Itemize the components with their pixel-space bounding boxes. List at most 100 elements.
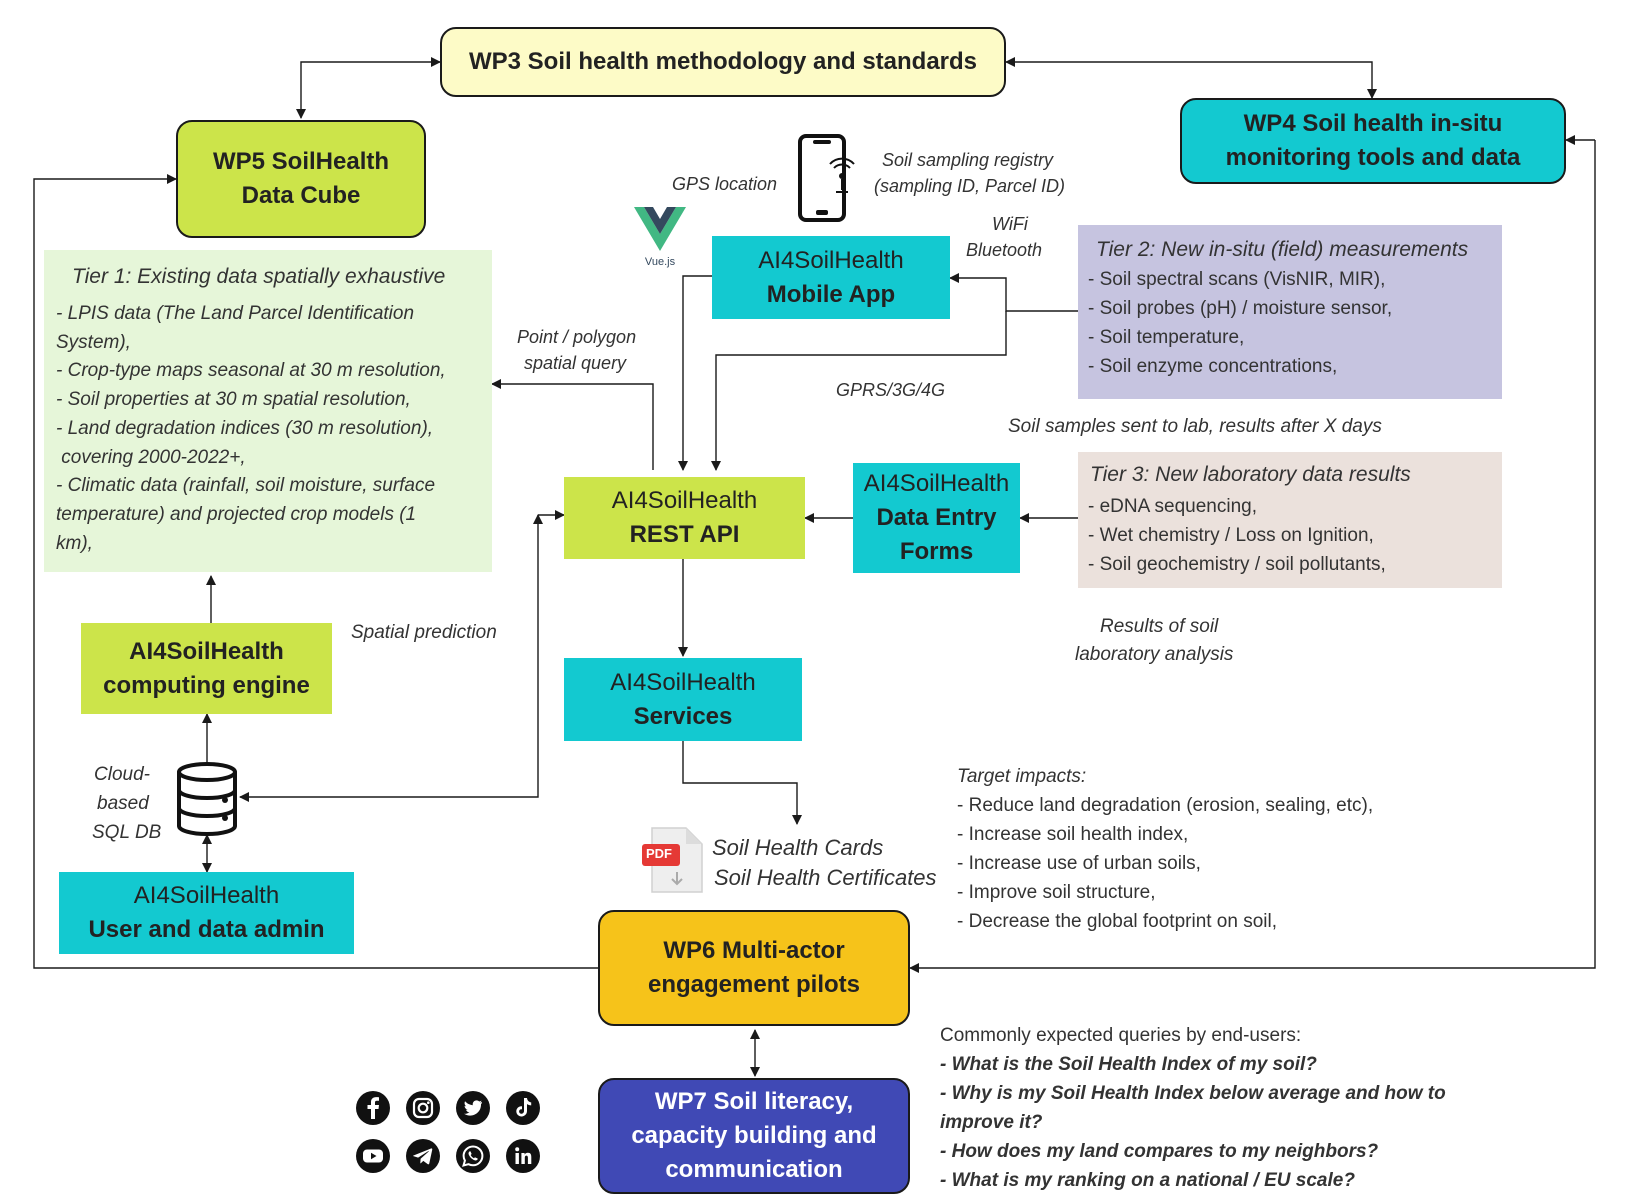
rest-api-box[interactable]: AI4SoilHealth REST API: [564, 477, 805, 559]
wp3-box[interactable]: WP3 Soil health methodology and standard…: [440, 27, 1006, 97]
tier2-item: - Soil spectral scans (VisNIR, MIR),: [1088, 269, 1386, 290]
tier2-title: Tier 2: New in-situ (field) measurements: [1096, 238, 1469, 261]
cloud-db-label-2: based: [97, 793, 149, 814]
data-entry-line1: AI4SoilHealth: [863, 470, 1010, 497]
tier3-item: - Soil geochemistry / soil pollutants,: [1088, 554, 1386, 575]
user-admin-line2: User and data admin: [88, 916, 325, 943]
computing-line2: computing engine: [103, 671, 310, 699]
tier1-line: - Climatic data (rainfall, soil moisture…: [56, 475, 436, 497]
linkedin-icon[interactable]: [505, 1138, 541, 1179]
gps-label: GPS location: [672, 174, 778, 194]
impact-item: - Increase use of urban soils,: [957, 853, 1201, 874]
tier3-panel: Tier 3: New laboratory data results - eD…: [1078, 452, 1502, 588]
wp7-line2: capacity building and: [631, 1122, 877, 1149]
wp6-box[interactable]: WP6 Multi-actor engagement pilots: [598, 910, 910, 1026]
data-entry-line2: Data Entry: [876, 504, 997, 531]
wp4-line2: monitoring tools and data: [1225, 144, 1521, 171]
tier2-item: - Soil temperature,: [1088, 327, 1245, 348]
tier3-title: Tier 3: New laboratory data results: [1090, 463, 1411, 486]
query-item: - How does my land compares to my neighb…: [940, 1141, 1379, 1162]
instagram-icon[interactable]: [405, 1090, 441, 1131]
wp4-box[interactable]: WP4 Soil health in-situ monitoring tools…: [1180, 98, 1566, 184]
cloud-db-label-1: Cloud-: [94, 764, 150, 785]
pdf-file-icon: PDF: [640, 826, 706, 896]
wp6-line2: engagement pilots: [647, 971, 861, 998]
impact-item: - Increase soil health index,: [957, 824, 1189, 845]
wp7-line3: communication: [665, 1156, 843, 1183]
user-admin-box[interactable]: AI4SoilHealth User and data admin: [59, 872, 354, 954]
impact-item: - Reduce land degradation (erosion, seal…: [957, 795, 1374, 816]
arrow-services-cards: [682, 741, 802, 825]
tier3-item: - eDNA sequencing,: [1088, 496, 1257, 517]
arrow-tier2-api: [711, 311, 1007, 471]
services-box[interactable]: AI4SoilHealth Services: [564, 658, 802, 741]
tier1-title: Tier 1: Existing data spatially exhausti…: [72, 265, 446, 288]
pdf-badge-label: PDF: [646, 846, 672, 861]
services-line2: Services: [633, 702, 733, 730]
tier1-line: temperature) and projected crop models (…: [56, 503, 417, 525]
computing-engine-box[interactable]: AI4SoilHealth computing engine: [81, 623, 332, 714]
mobile-app-line1: AI4SoilHealth: [758, 246, 904, 274]
query-item: - Why is my Soil Health Index below aver…: [940, 1083, 1446, 1104]
tier3-item: - Wet chemistry / Loss on Ignition,: [1088, 525, 1374, 546]
tier1-line: covering 2000-2022+,: [56, 446, 246, 468]
gprs-label: GPRS/3G/4G: [836, 380, 946, 400]
wp6-line1: WP6 Multi-actor: [663, 937, 845, 964]
tier2-item: - Soil enzyme concentrations,: [1088, 356, 1338, 377]
arrow-wp3-wp4: [1005, 57, 1377, 99]
tier1-panel: Tier 1: Existing data spatially exhausti…: [44, 250, 492, 572]
youtube-icon[interactable]: [355, 1138, 391, 1179]
tier1-line: - Soil properties at 30 m spatial resolu…: [56, 389, 411, 411]
registry-label-2: (sampling ID, Parcel ID): [874, 176, 1066, 196]
wp5-line2: Data Cube: [241, 182, 361, 209]
soil-samples-label: Soil samples sent to lab, results after …: [1008, 416, 1382, 437]
impact-item: - Decrease the global footprint on soil,: [957, 911, 1278, 932]
tier1-line: km),: [56, 532, 93, 554]
facebook-icon[interactable]: [355, 1090, 391, 1131]
tier1-line: System),: [56, 331, 131, 353]
spatial-prediction-label: Spatial prediction: [351, 622, 497, 643]
database-icon: [175, 762, 239, 836]
wp5-box[interactable]: WP5 SoilHealth Data Cube: [176, 120, 426, 238]
cloud-db-label-3: SQL DB: [92, 822, 162, 843]
twitter-icon[interactable]: [455, 1090, 491, 1131]
data-entry-line3: Forms: [899, 538, 974, 565]
tier2-panel: Tier 2: New in-situ (field) measurements…: [1078, 225, 1502, 399]
soil-health-certificates-label: Soil Health Certificates: [714, 865, 937, 890]
registry-label-1: Soil sampling registry: [882, 150, 1054, 170]
wp7-box[interactable]: WP7 Soil literacy, capacity building and…: [598, 1078, 910, 1194]
arrow-db-api: [239, 514, 543, 802]
queries-title: Commonly expected queries by end-users:: [940, 1025, 1302, 1046]
arrow-wp3-wp5: [296, 57, 441, 119]
wp5-line1: WP5 SoilHealth: [212, 148, 390, 175]
rest-api-line2: REST API: [629, 521, 740, 548]
arrow-loop-left: [33, 174, 598, 969]
arrow-loop-right: [909, 140, 1596, 973]
end-user-queries: Commonly expected queries by end-users: …: [940, 1021, 1446, 1195]
tier2-item: - Soil probes (pH) / moisture sensor,: [1088, 298, 1393, 319]
wifi-label: WiFi: [992, 214, 1028, 234]
results-label-2: laboratory analysis: [1075, 644, 1234, 665]
wp4-line1: WP4 Soil health in-situ: [1243, 110, 1503, 137]
services-line1: AI4SoilHealth: [610, 668, 756, 696]
mobile-app-box[interactable]: AI4SoilHealth Mobile App: [712, 236, 950, 319]
whatsapp-icon[interactable]: [455, 1138, 491, 1179]
soil-health-cards-label: Soil Health Cards: [712, 835, 884, 860]
user-admin-line1: AI4SoilHealth: [133, 882, 280, 909]
target-impacts: Target impacts: - Reduce land degradatio…: [957, 762, 1373, 936]
arrow-app-api: [678, 275, 712, 471]
query-item: improve it?: [940, 1112, 1043, 1133]
vuejs-logo-icon: Vue.js: [634, 207, 686, 268]
data-entry-box[interactable]: AI4SoilHealth Data Entry Forms: [853, 463, 1020, 573]
point-polygon-label-1: Point / polygon: [517, 327, 637, 347]
impact-item: - Improve soil structure,: [957, 882, 1156, 903]
tier1-line: - Crop-type maps seasonal at 30 m resolu…: [56, 360, 446, 382]
arrow-api-tier1: [491, 379, 654, 470]
telegram-icon[interactable]: [405, 1138, 441, 1179]
arrow-tier2-app: [949, 273, 1078, 312]
tiktok-icon[interactable]: [505, 1090, 541, 1131]
rest-api-line1: AI4SoilHealth: [611, 487, 758, 514]
wp7-line1: WP7 Soil literacy,: [654, 1088, 854, 1115]
query-item: - What is my ranking on a national / EU …: [940, 1170, 1355, 1191]
